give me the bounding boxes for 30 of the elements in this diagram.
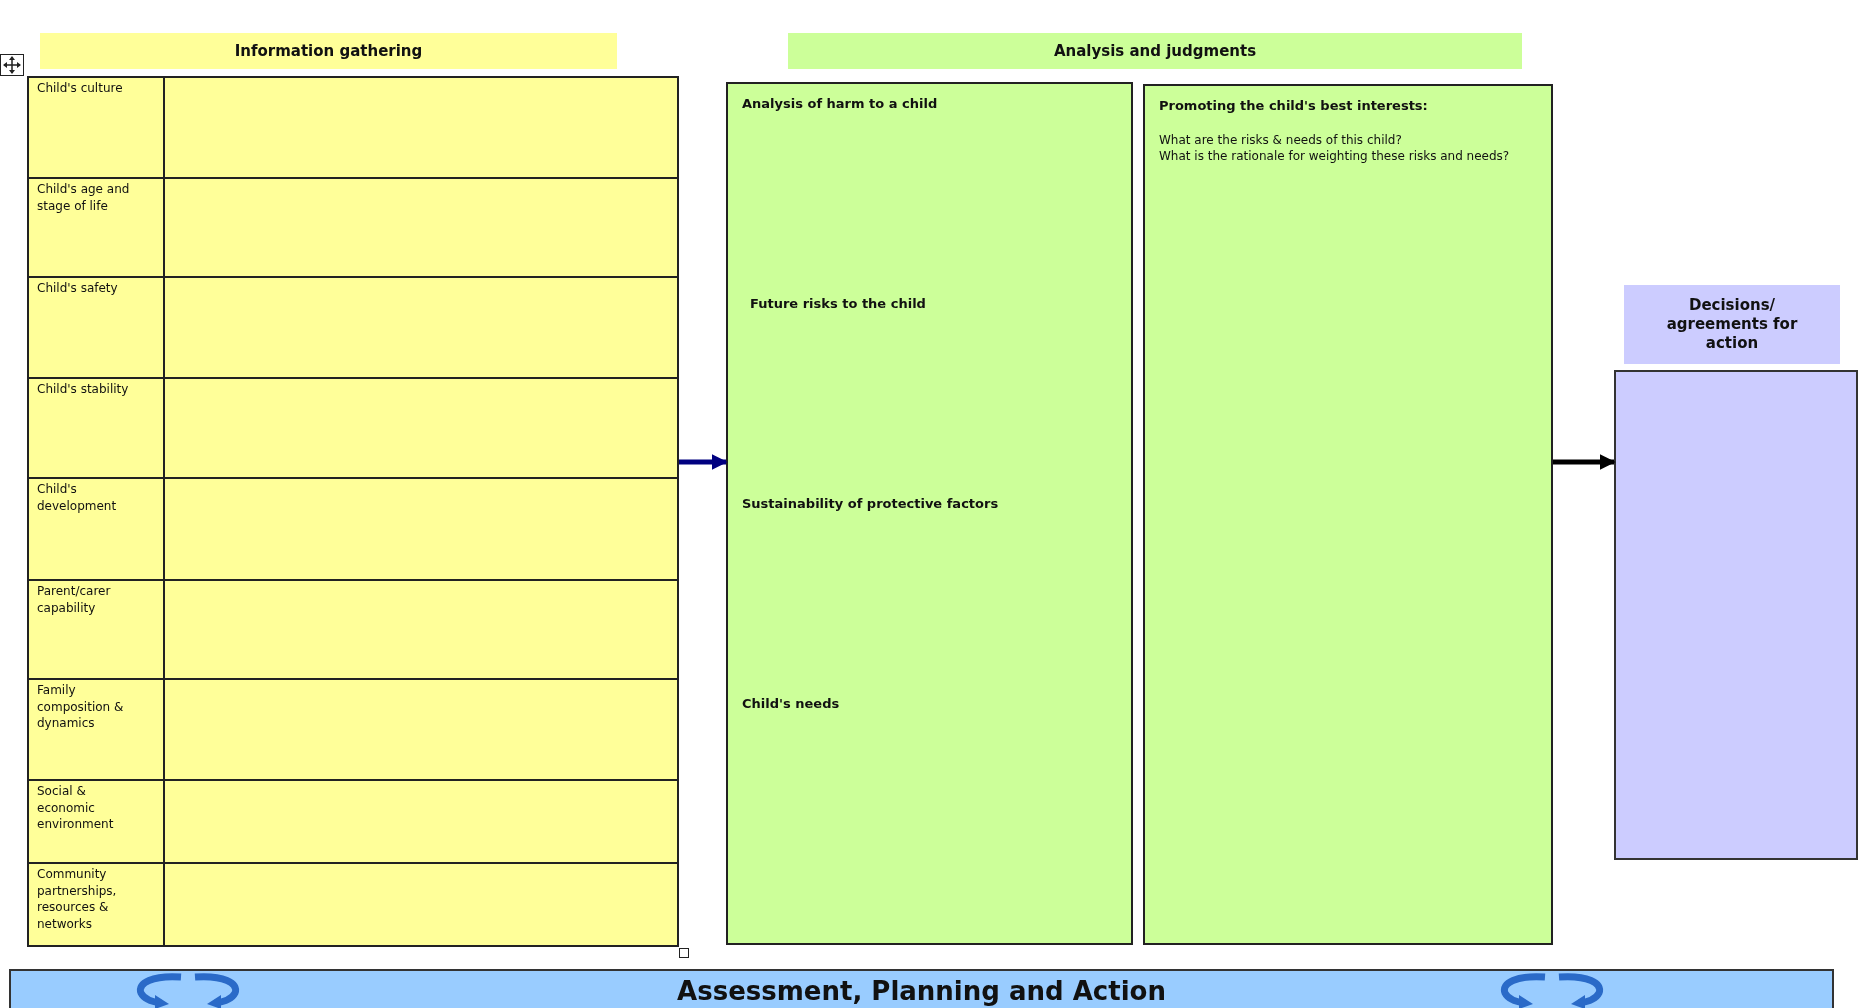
analysis-panel (1143, 84, 1553, 945)
section-title: Decisions/ agreements for action (1665, 296, 1799, 353)
row-label: Child's development (29, 479, 165, 581)
section-title: Analysis and judgments (1053, 41, 1257, 61)
panel-question: What are the risks & needs of this child? (1159, 132, 1403, 148)
row-label: Family composition & dynamics (29, 680, 165, 781)
panel-heading: Child's needs (742, 696, 841, 712)
row-label: Community partnerships, resources & networks (29, 864, 165, 947)
arrow (679, 454, 728, 470)
section-header-band (788, 33, 1522, 69)
row-label: Child's age and stage of life (29, 179, 165, 278)
process-banner (9, 969, 1834, 1008)
panel-heading: Sustainability of protective factors (742, 496, 1000, 512)
arrow (1553, 454, 1616, 470)
banner-title: Assessment, Planning and Action (677, 975, 1166, 1008)
panel-heading: Promoting the child's best interests: (1159, 98, 1429, 114)
information-table (27, 76, 679, 947)
panel-heading: Future risks to the child (750, 296, 927, 312)
panel-heading: Analysis of harm to a child (742, 96, 939, 112)
section-header-band (1624, 285, 1840, 364)
row-label: Child's stability (29, 379, 165, 479)
row-label: Child's culture (29, 78, 165, 179)
analysis-panel (726, 82, 1133, 945)
row-label: Social & economic environment (29, 781, 165, 864)
decisions-box (1614, 370, 1858, 860)
row-label: Child's safety (29, 278, 165, 379)
section-title: Information gathering (234, 41, 423, 61)
section-header-band (40, 33, 617, 69)
row-label: Parent/carer capability (29, 581, 165, 680)
panel-question: What is the rationale for weighting these risks and needs? (1159, 148, 1511, 164)
